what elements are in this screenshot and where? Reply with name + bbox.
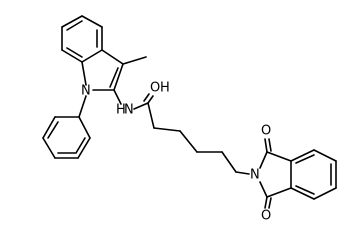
bond-phenyl-inner-2 bbox=[47, 121, 59, 139]
bond-pyrrole-c3-c2-double bbox=[109, 67, 119, 88]
bond-carbonyl-o-1 bbox=[147, 95, 154, 104]
bond-imide-n-c1 bbox=[259, 151, 268, 169]
atom-label-carbonyl-oxygen: O bbox=[150, 81, 160, 96]
atom-label-layer: N N H O H N O O bbox=[81, 81, 271, 224]
bond-c2-nh bbox=[113, 89, 122, 105]
atom-label-imide-oxygen-top: O bbox=[261, 124, 271, 139]
atom-label-imide-oxygen-bottom: O bbox=[261, 209, 271, 224]
atom-label-ring-nitrogen: N bbox=[81, 84, 91, 99]
bond-imide-co-top-2 bbox=[268, 138, 272, 152]
bond-indole-benz-inner-1 bbox=[66, 20, 83, 31]
bond-indole-benz-4 bbox=[81, 49, 103, 63]
bond-chain-1 bbox=[147, 102, 155, 129]
bond-imide-co-bottom-2 bbox=[268, 197, 272, 209]
bond-carbonyl-o-2 bbox=[143, 93, 150, 102]
bond-phenyl-5 bbox=[42, 116, 56, 139]
bond-chain-2 bbox=[153, 127, 181, 132]
bond-indole-benz-2 bbox=[81, 15, 103, 28]
bond-phenyl-inner-1 bbox=[75, 137, 86, 154]
bond-imide-co-top-1 bbox=[264, 138, 268, 153]
bond-phenyl-2 bbox=[77, 137, 91, 159]
bond-phth-benz-1 bbox=[290, 149, 315, 162]
bond-indole-benz-1 bbox=[61, 15, 83, 28]
bond-nh-carbonyl bbox=[133, 102, 149, 110]
bond-imide-co-bottom-1 bbox=[264, 196, 268, 209]
atom-label-amide-nitrogen: N bbox=[124, 103, 134, 118]
bond-phth-benz-2 bbox=[313, 149, 337, 162]
bond-chain-3 bbox=[179, 130, 198, 153]
bond-phth-benz-inner-1 bbox=[295, 154, 315, 164]
bond-pyrrole-n1-c7a bbox=[81, 61, 87, 86]
bond-phenyl-1 bbox=[78, 116, 91, 139]
bond-imide-n-c3 bbox=[259, 181, 268, 198]
bond-chain-6 bbox=[235, 171, 250, 175]
bond-phenyl-4 bbox=[42, 137, 56, 159]
bond-methyl bbox=[122, 56, 147, 65]
bond-n-phenyl bbox=[78, 95, 87, 118]
bond-layer bbox=[42, 15, 337, 209]
atom-label-imide-nitrogen: N bbox=[250, 168, 260, 183]
bond-chain-5 bbox=[221, 151, 237, 173]
bond-imide-c3-c3a bbox=[266, 187, 292, 198]
bond-phth-benz-5 bbox=[290, 187, 315, 200]
bond-pyrrole-c3-c2 bbox=[113, 63, 124, 91]
bond-phth-benz-4 bbox=[313, 187, 337, 200]
bond-indole-benz-5 bbox=[61, 49, 83, 63]
bond-indole-benz-inner-3 bbox=[66, 47, 83, 58]
atom-label-amide-hydrogen: H bbox=[116, 103, 126, 118]
bond-pyrrole-c3a-c3 bbox=[101, 49, 124, 65]
atom-label-carbonyl-hydrogen: H bbox=[160, 81, 170, 96]
bond-imide-c1-c7a bbox=[266, 151, 292, 162]
bond-phth-benz-inner-3 bbox=[295, 185, 315, 195]
